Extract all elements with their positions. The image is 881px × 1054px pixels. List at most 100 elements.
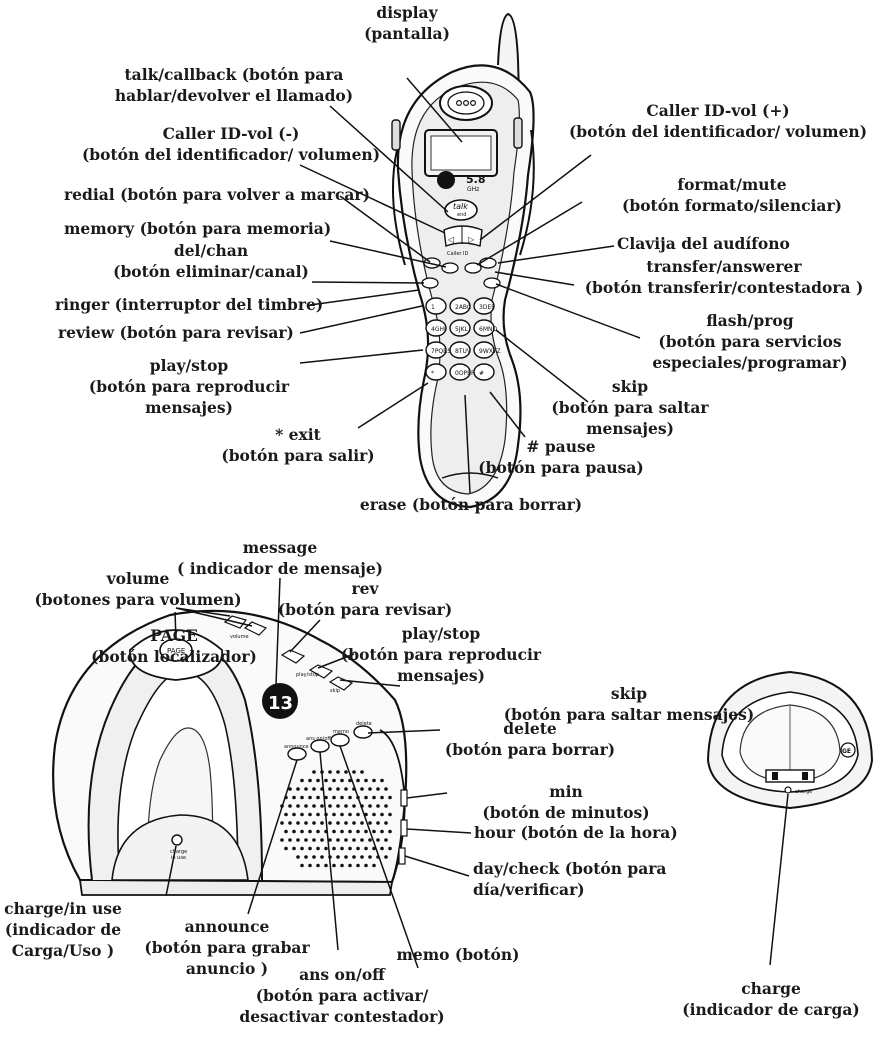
grille-hole [388, 847, 392, 851]
keypad-key-label: 0OPER [455, 370, 475, 377]
grille-hole [332, 813, 336, 817]
grille-hole [356, 779, 360, 783]
grille-hole [336, 787, 340, 791]
grille-hole [316, 847, 320, 851]
grille-hole [360, 855, 364, 859]
grille-hole [300, 813, 304, 817]
grille-hole [288, 804, 292, 808]
grille-hole [360, 838, 364, 842]
grille-hole [344, 787, 348, 791]
label-ringer: ringer (interruptor del timbre) [55, 294, 323, 315]
label-display: display(pantalla) [364, 2, 450, 44]
grille-hole [324, 779, 328, 783]
grille-hole [320, 855, 324, 859]
grille-hole [376, 821, 380, 825]
grille-hole [328, 804, 332, 808]
grille-hole [296, 804, 300, 808]
grille-hole [328, 821, 332, 825]
keypad-key-label: 7PQRS [431, 348, 451, 355]
grille-hole [340, 813, 344, 817]
keypad-key[interactable] [426, 298, 446, 314]
grille-hole [364, 864, 368, 868]
label-rev: rev(botón para revisar) [278, 578, 452, 620]
grille-hole [372, 830, 376, 834]
grille-hole [368, 787, 372, 791]
grille-hole [340, 847, 344, 851]
label-review: review (botón para revisar) [58, 322, 294, 343]
grille-hole [344, 770, 348, 774]
grille-hole [308, 779, 312, 783]
delete-button[interactable] [354, 726, 372, 738]
grille-hole [368, 838, 372, 842]
grille-hole [348, 847, 352, 851]
keypad-key-label: 3DEF [479, 304, 495, 311]
grille-hole [388, 796, 392, 800]
grille-hole [304, 804, 308, 808]
grille-hole [344, 855, 348, 859]
grille-hole [320, 804, 324, 808]
grille-hole [340, 796, 344, 800]
grille-hole [344, 821, 348, 825]
grille-hole [284, 830, 288, 834]
grille-hole [356, 813, 360, 817]
grille-hole [284, 847, 288, 851]
grille-hole [356, 864, 360, 868]
grille-hole [356, 847, 360, 851]
transfer-key[interactable] [480, 258, 496, 268]
svg-text:skip: skip [330, 688, 340, 694]
label-charge: charge(indicador de carga) [682, 978, 859, 1020]
grille-hole [384, 804, 388, 808]
svg-text:announce: announce [284, 744, 309, 750]
min-button[interactable] [401, 790, 407, 806]
hour-button[interactable] [401, 820, 407, 836]
grille-hole [300, 864, 304, 868]
del-chan-key[interactable] [422, 278, 438, 288]
label-delete: delete(botón para borrar) [445, 718, 615, 760]
grille-hole [324, 864, 328, 868]
grille-hole [292, 796, 296, 800]
svg-text:end: end [457, 212, 466, 218]
grille-hole [296, 855, 300, 859]
grille-hole [380, 847, 384, 851]
grille-hole [376, 804, 380, 808]
grille-hole [348, 813, 352, 817]
grille-hole [336, 855, 340, 859]
grille-hole [292, 847, 296, 851]
label-page: PAGE(botón localizador) [91, 625, 257, 667]
label-hour: hour (botón de la hora) [474, 822, 678, 843]
grille-hole [364, 796, 368, 800]
grille-hole [280, 821, 284, 825]
grille-hole [372, 864, 376, 868]
label-play-stop-handset: play/stop(botón para reproducirmensajes) [89, 355, 289, 418]
svg-text:charge: charge [795, 789, 812, 795]
grille-hole [308, 830, 312, 834]
grille-hole [364, 830, 368, 834]
memory-key[interactable] [442, 263, 458, 273]
svg-text:memo: memo [333, 729, 349, 735]
keypad-key[interactable] [426, 364, 446, 380]
grille-hole [300, 779, 304, 783]
flash-key[interactable] [484, 278, 500, 288]
svg-text:13: 13 [268, 693, 293, 714]
day-check-button[interactable] [399, 848, 405, 864]
label-erase: erase (botón para borrar) [360, 494, 582, 515]
grille-hole [348, 830, 352, 834]
label-volume: volume(botones para volumen) [34, 568, 241, 610]
memo-button[interactable] [331, 734, 349, 746]
grille-hole [332, 847, 336, 851]
grille-hole [352, 855, 356, 859]
grille-hole [316, 779, 320, 783]
grille-hole [340, 830, 344, 834]
grille-hole [352, 804, 356, 808]
grille-hole [332, 796, 336, 800]
label-memo: memo (botón) [396, 944, 519, 965]
label-callerid-vol-plus: Caller ID-vol (+)(botón del identificado… [569, 100, 867, 142]
grille-hole [336, 838, 340, 842]
grille-hole [372, 796, 376, 800]
keypad-key-label: 5JKL [455, 326, 469, 333]
grille-hole [368, 821, 372, 825]
grille-hole [332, 864, 336, 868]
label-callerid-vol-minus: Caller ID-vol (-)(botón del identificado… [82, 123, 380, 165]
grille-hole [312, 855, 316, 859]
